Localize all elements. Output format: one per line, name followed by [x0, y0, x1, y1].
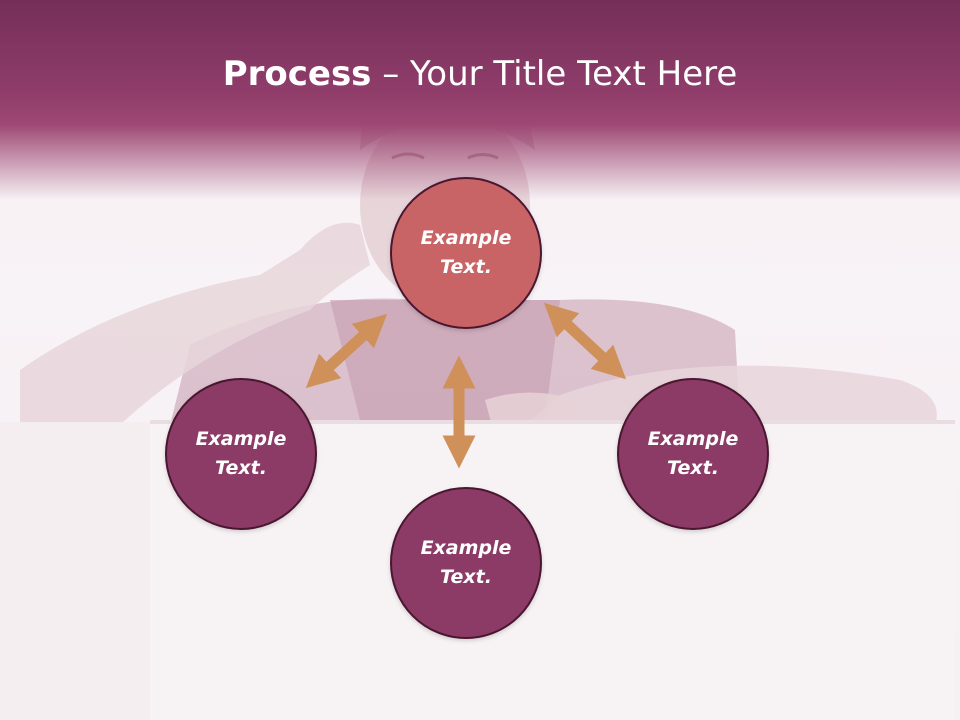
arrow-top-right [543, 302, 627, 380]
title-banner [0, 0, 960, 200]
arrow-top-left [305, 313, 388, 389]
node-left: Example Text. [165, 378, 317, 530]
slide-title: Process – Your Title Text Here [0, 52, 960, 96]
node-right-label: Example Text. [647, 428, 739, 479]
node-right: Example Text. [617, 378, 769, 530]
node-top: Example Text. [390, 177, 542, 329]
node-left-label: Example Text. [195, 428, 287, 479]
node-top-label: Example Text. [420, 227, 512, 278]
title-bold: Process [222, 54, 372, 94]
title-rest: – Your Title Text Here [371, 54, 738, 94]
node-bottom-label: Example Text. [420, 537, 512, 588]
node-bottom: Example Text. [390, 487, 542, 639]
